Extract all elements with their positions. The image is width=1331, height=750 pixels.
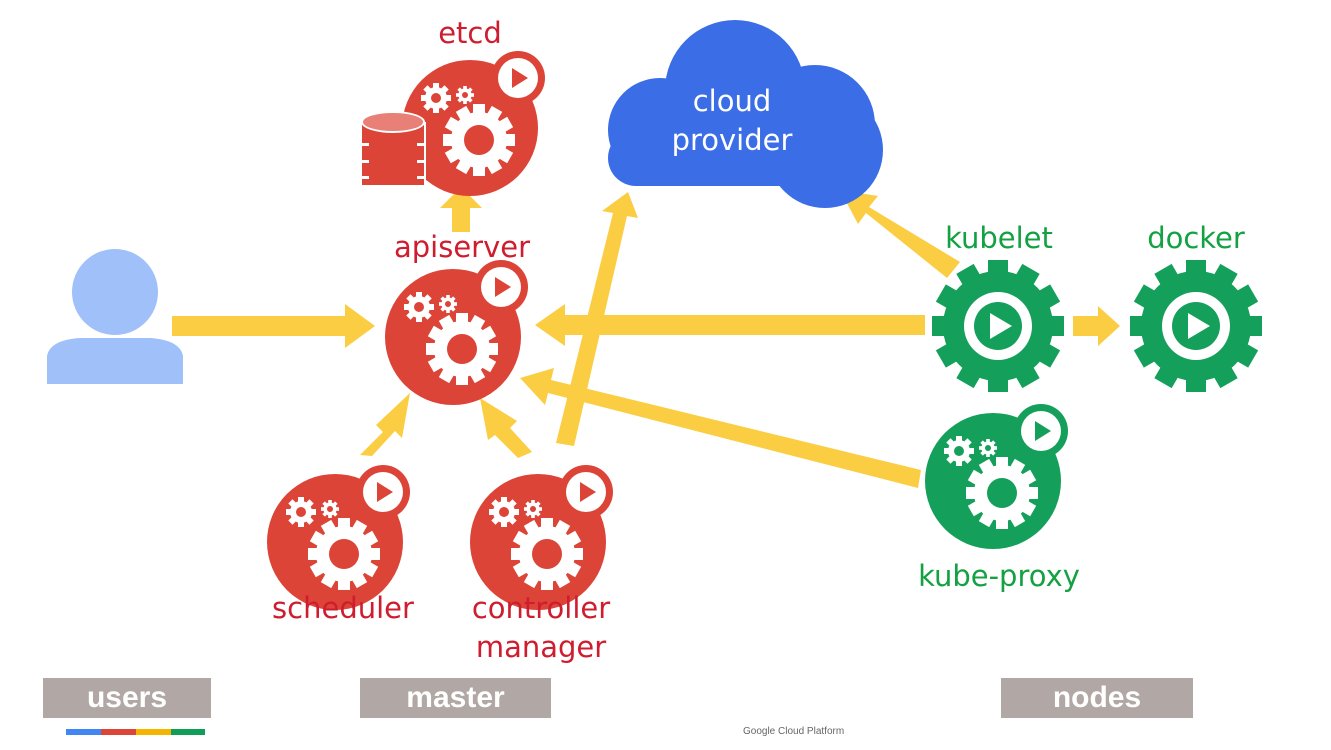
- kubelet-label: kubelet: [945, 221, 1053, 255]
- google-bar-yellow: [136, 729, 171, 735]
- arrow-scheduler-to-apiserver: [360, 393, 410, 456]
- section-users: users: [43, 678, 211, 718]
- cloud-icon: [608, 20, 883, 208]
- docker-icon: [1130, 260, 1262, 392]
- google-bar-green: [171, 729, 205, 735]
- google-bar-red: [101, 729, 136, 735]
- arrow-kubelet-to-docker: [1073, 306, 1120, 346]
- user-icon: [47, 249, 183, 384]
- kubelet-icon: [932, 260, 1064, 392]
- arrow-controller-to-cloud: [556, 192, 638, 446]
- cloud-provider-label-line1: cloud: [692, 84, 772, 118]
- arrow-controller-to-apiserver: [480, 398, 532, 458]
- arrow-users-to-apiserver: [172, 304, 375, 348]
- controller-manager-label-line2: manager: [475, 630, 607, 664]
- controller-manager-icon: [470, 465, 613, 610]
- kube-proxy-icon: [925, 404, 1068, 549]
- arrow-apiserver-to-etcd: [440, 187, 482, 232]
- etcd-icon: [358, 51, 545, 196]
- kube-proxy-label: kube-proxy: [918, 559, 1080, 593]
- apiserver-icon: [385, 260, 528, 405]
- google-bar-blue: [66, 729, 101, 735]
- section-nodes: nodes: [1001, 678, 1193, 718]
- controller-manager-label-line1: controller: [471, 591, 611, 625]
- arrow-kubelet-to-apiserver: [535, 304, 925, 346]
- scheduler-label: scheduler: [272, 591, 414, 625]
- docker-label: docker: [1147, 221, 1245, 255]
- scheduler-icon: [267, 465, 410, 610]
- arrows: [172, 187, 1120, 488]
- section-master: master: [360, 678, 551, 718]
- etcd-label: etcd: [438, 16, 502, 50]
- arrow-kubelet-to-cloud: [840, 190, 960, 278]
- apiserver-label: apiserver: [393, 230, 531, 264]
- cloud-provider-label-line2: provider: [671, 123, 793, 157]
- arrow-kubeproxy-to-apiserver: [520, 368, 921, 488]
- footer-brand: Google Cloud Platform: [743, 726, 845, 737]
